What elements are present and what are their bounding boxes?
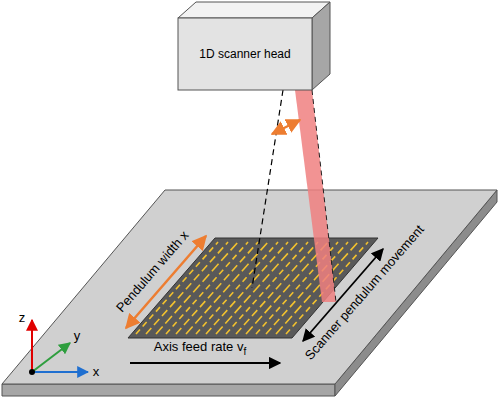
head-side <box>312 2 330 90</box>
origin-dot <box>29 369 35 375</box>
optical-axis <box>252 90 283 288</box>
scanner-head-box: 1D scanner head <box>178 18 312 90</box>
axis-label-holder: z <box>19 311 26 326</box>
feed-subscript: f <box>243 346 246 357</box>
laser-beam <box>295 90 336 302</box>
axis-label: x <box>93 364 100 379</box>
head-front <box>178 18 312 90</box>
plate-front <box>2 384 335 396</box>
scan-track <box>226 242 308 334</box>
scan-track <box>196 242 278 334</box>
scan-track <box>186 242 268 334</box>
axis-label: z <box>19 310 26 325</box>
scan-track <box>236 242 318 334</box>
feed-arrow <box>130 362 280 364</box>
axis-label-holder: y <box>74 329 81 344</box>
feed-label: Axis feed rate v <box>154 339 244 354</box>
plate-top <box>2 190 497 384</box>
pendulum-arrow <box>272 120 300 134</box>
feed-label-holder: Axis feed rate vf <box>154 340 246 357</box>
box-label: 1D scanner head <box>199 47 290 61</box>
axis-label: y <box>74 328 81 343</box>
z-axis <box>31 320 33 372</box>
scan-track <box>166 242 248 334</box>
y-axis <box>32 343 70 372</box>
scan-track <box>246 242 328 334</box>
axis-label-holder: x <box>93 365 100 380</box>
beam-edge <box>312 90 336 302</box>
scan-track <box>206 242 288 334</box>
x-axis <box>32 371 88 373</box>
scan-track <box>216 242 298 334</box>
scan-track <box>136 242 218 334</box>
head-top <box>178 2 330 18</box>
